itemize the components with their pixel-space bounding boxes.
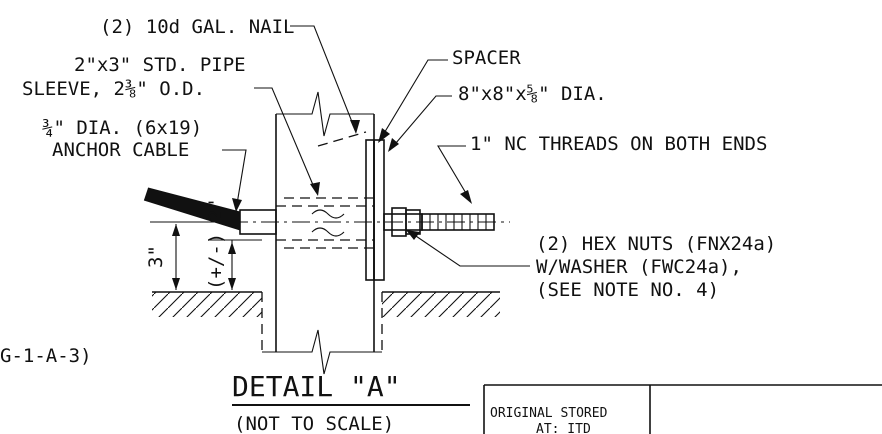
spacer-label: SPACER [452,47,521,69]
cable-label-2: ANCHOR CABLE [52,139,189,161]
title-block: ORIGINAL STORED AT: ITD [483,384,882,434]
leaders [222,25,530,267]
cable-label-1: ¾" DIA. (6x19) [42,117,202,139]
nuts-label-3: (SEE NOTE NO. 4) [536,279,719,301]
nuts-label-2: W/WASHER (FWC24a), [536,256,742,278]
threads-label: 1" NC THREADS ON BOTH ENDS [470,133,767,155]
stored-label-1: ORIGINAL STORED [490,406,608,421]
dimensions [150,221,262,290]
threaded-rod [383,207,495,237]
wood-post [261,91,383,375]
stored-label-2: AT: ITD [536,422,591,434]
nail [317,131,367,147]
nail-label: (2) 10d GAL. NAIL [100,16,294,38]
scale-note: (NOT TO SCALE) [234,413,394,434]
plate-label: 8"x8"x⅝" DIA. [458,83,607,105]
sleeve-label-1: 2"x3" STD. PIPE [74,54,246,76]
reference-label: G-1-A-3) [0,345,92,367]
pipe-sleeve [230,197,510,249]
sleeve-label-2: SLEEVE, 2⅜" O.D. [22,78,205,100]
dim-3-label: 3" [145,245,167,268]
dim-2-label: (+/-) 2" [205,198,227,290]
detail-title: DETAIL "A" [232,370,401,403]
bearing-plate [365,139,385,281]
nuts-label-1: (2) HEX NUTS (FNX24a) [536,233,776,255]
ground-hatch [152,291,500,317]
anchor-cable [143,187,277,235]
